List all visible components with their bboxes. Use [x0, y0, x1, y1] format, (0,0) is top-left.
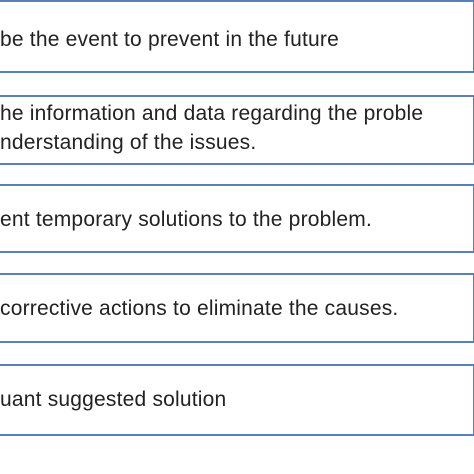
step-box-5 [0, 364, 474, 436]
step-box-1 [0, 0, 474, 73]
step-3-text-line-1: ent temporary solutions to the problem. [0, 208, 372, 231]
step-1-text-line-1: be the event to prevent in the future [0, 28, 339, 51]
step-4-text-line-1: corrective actions to eliminate the caus… [0, 297, 399, 320]
step-box-2 [0, 95, 474, 165]
step-box-3 [0, 184, 474, 253]
step-5-text-line-1: uant suggested solution [0, 388, 227, 411]
step-2-text-line-2: nderstanding of the issues. [0, 131, 257, 154]
step-box-4 [0, 273, 474, 343]
step-2-text-line-1: he information and data regarding the pr… [0, 102, 424, 125]
